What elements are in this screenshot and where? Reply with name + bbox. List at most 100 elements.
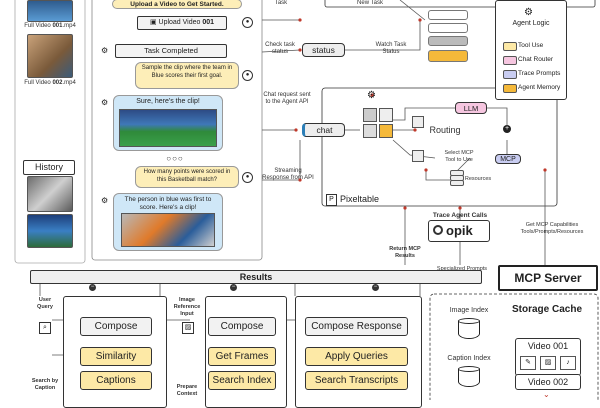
- upload-button-num: 001: [202, 19, 215, 26]
- captions-button[interactable]: Captions: [80, 371, 152, 390]
- task-completed-status: Task Completed: [115, 44, 227, 58]
- video-label-2-prefix: Full Video: [24, 80, 53, 86]
- video-001-label: Video 001: [527, 341, 569, 351]
- image-index-db-icon: [458, 318, 480, 342]
- image-index-label: Image Index: [449, 307, 489, 314]
- pixeltable-logo-icon: P: [326, 194, 337, 206]
- results-connector-icon-2: −: [230, 284, 237, 291]
- legend-label-tool-use: Tool Use: [518, 42, 544, 49]
- storage-cache-title: Storage Cache: [512, 304, 583, 315]
- router-cell-1: [363, 108, 377, 122]
- search-index-button[interactable]: Search Index: [208, 371, 276, 390]
- router-cell-3: [363, 124, 377, 138]
- image-reference-label: Image Reference Input: [173, 297, 201, 317]
- history-button[interactable]: History: [23, 160, 75, 175]
- chat-request-label: Chat request sent to the Agent API: [263, 92, 311, 105]
- compose-response-button[interactable]: Compose Response: [305, 317, 408, 336]
- video-label-2-num: 002: [52, 80, 63, 86]
- watch-task-status-label: Watch Task Status: [375, 42, 407, 55]
- agent-logic-icon: ⚙: [524, 7, 533, 18]
- router-cell-2: [379, 108, 393, 122]
- video-thumbnail-2[interactable]: [27, 34, 73, 78]
- left-panel: Full Video 001.mp4 Full Video 002.mp4 Hi…: [15, 0, 85, 262]
- router-grid: [363, 108, 393, 148]
- settings-gear-icon: ⚙: [367, 90, 376, 101]
- results-connector-icon-1: −: [89, 284, 96, 291]
- legend-swatch-tool-use: [503, 42, 517, 51]
- bot-message-1: Sure, here's the clip!: [113, 95, 223, 151]
- legend-label-chat-router: Chat Router: [518, 56, 554, 63]
- video-001-card[interactable]: Video 001 ✎ ▨ ♪: [515, 338, 581, 376]
- get-frames-button[interactable]: Get Frames: [208, 347, 276, 366]
- legend-title: Agent Logic: [512, 20, 550, 27]
- mcp-node[interactable]: MCP: [495, 154, 521, 164]
- image-thumb-icon: ▨: [540, 356, 556, 370]
- caption-index-db-icon: [458, 366, 480, 390]
- route-box-1: [412, 116, 424, 128]
- legend-label-agent-memory: Agent Memory: [518, 84, 561, 91]
- routing-label: Routing: [429, 125, 461, 135]
- bot-avatar-icon: ⚙: [101, 46, 109, 55]
- resources-stack-icon: [450, 170, 464, 186]
- legend-swatch-agent-memory: [503, 84, 517, 93]
- apply-queries-button[interactable]: Apply Queries: [305, 347, 408, 366]
- results-connector-icon-3: −: [372, 284, 379, 291]
- search-icon: ⌕: [39, 322, 51, 334]
- upload-prompt: Upload a Video to Get Started.: [112, 0, 242, 9]
- tool-slot-4: [428, 50, 468, 62]
- similarity-button[interactable]: Similarity: [80, 347, 152, 366]
- pencil-icon: ✎: [520, 356, 536, 370]
- video-002-card[interactable]: Video 002: [515, 374, 581, 390]
- compose-button-2[interactable]: Compose: [208, 317, 276, 336]
- agent-logic-legend: ⚙ Agent Logic Tool Use Chat Router Trace…: [495, 0, 567, 100]
- caption-index-label: Caption Index: [447, 355, 491, 362]
- prepare-context-label: Prepare Context: [176, 384, 198, 397]
- new-task-label: New Task: [357, 0, 383, 6]
- chat-node[interactable]: chat: [302, 123, 345, 137]
- mcp-server-box[interactable]: MCP Server: [498, 265, 598, 291]
- bot-clip-2[interactable]: [121, 213, 215, 247]
- resources-label: Resources: [464, 176, 492, 182]
- video-label-1[interactable]: Full Video 001.mp4: [15, 23, 85, 30]
- bot-clip-1[interactable]: [119, 108, 217, 147]
- tool-slot-3: [428, 36, 468, 46]
- bot-message-2-text: The person in blue was first to score. H…: [124, 196, 212, 211]
- task-label: Task: [274, 0, 288, 6]
- opik-label: opik: [446, 223, 473, 238]
- video-label-1-ext: .mp4: [62, 23, 76, 29]
- check-task-status-label: Check task status: [265, 42, 295, 55]
- opik-logo-icon: [433, 225, 443, 235]
- user-avatar-icon: ●: [242, 172, 253, 183]
- bot-message-1-text: Sure, here's the clip!: [136, 98, 200, 105]
- router-cell-4: [379, 124, 393, 138]
- pixeltable-label: Pixeltable: [340, 194, 380, 204]
- tool-slot-1: [428, 10, 468, 20]
- legend-swatch-chat-router: [503, 56, 517, 65]
- image-icon: ▨: [182, 322, 194, 334]
- typing-indicator: ○○○: [166, 154, 184, 163]
- compose-button-1[interactable]: Compose: [80, 317, 152, 336]
- video-label-2-ext: .mp4: [62, 80, 76, 86]
- return-mcp-label: Return MCP Results: [389, 246, 421, 259]
- trace-agent-calls-label: Trace Agent Calls: [432, 212, 488, 219]
- upload-video-button[interactable]: ▣ Upload Video 001: [137, 16, 227, 30]
- routing-junction-icon: +: [503, 125, 511, 133]
- video-thumbnail-1[interactable]: [27, 0, 73, 22]
- history-thumbnail-2[interactable]: [27, 214, 73, 248]
- status-node[interactable]: status: [302, 43, 345, 57]
- video-label-2[interactable]: Full Video 002.mp4: [15, 80, 85, 87]
- user-query-label: User Query: [37, 297, 53, 310]
- video-label-1-prefix: Full Video: [24, 23, 53, 29]
- user-message-2: How many points were scored in this Bask…: [135, 166, 239, 188]
- audio-icon: ♪: [560, 356, 576, 370]
- history-thumbnail-1[interactable]: [27, 176, 73, 212]
- tool-slot-2: [428, 23, 468, 33]
- user-message-1: Sample the clip where the team in Blue s…: [135, 62, 239, 89]
- opik-box[interactable]: opik: [428, 220, 490, 242]
- upload-icon: ▣: [149, 19, 157, 26]
- route-box-2: [412, 150, 424, 162]
- llm-node[interactable]: LLM: [455, 102, 487, 114]
- search-transcripts-button[interactable]: Search Transcripts: [305, 371, 408, 390]
- bot-avatar-icon: ⚙: [101, 196, 109, 205]
